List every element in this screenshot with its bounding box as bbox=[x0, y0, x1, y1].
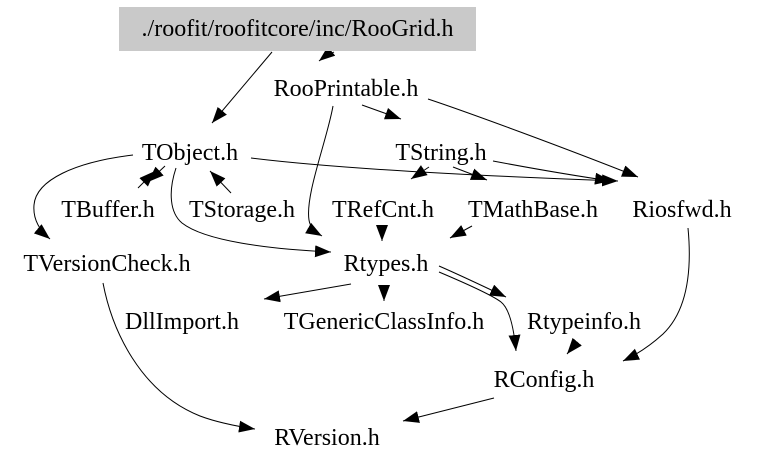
edge-tobject-tbuffer bbox=[147, 165, 166, 183]
edge-tbuffer-tobject bbox=[137, 170, 156, 189]
edge-tstring-riosfwd bbox=[492, 160, 612, 185]
edge-riosfwd-rconfig bbox=[622, 227, 690, 362]
edge-rtypes-rconfig bbox=[438, 271, 521, 352]
node-rversion-h[interactable]: RVersion.h bbox=[274, 424, 380, 451]
node-tobject-h[interactable]: TObject.h bbox=[141, 139, 239, 166]
edge-tstorage-tobject bbox=[209, 170, 232, 194]
edge-tstring-tmathbase bbox=[452, 166, 488, 181]
node-dllimport-h[interactable]: DllImport.h bbox=[125, 308, 239, 335]
edge-roogrid-rooprintable bbox=[318, 46, 336, 62]
edge-tmathbase-rtypes bbox=[449, 225, 473, 239]
node-riosfwd-h[interactable]: Riosfwd.h bbox=[632, 196, 732, 223]
node-rtypeinfo-h[interactable]: Rtypeinfo.h bbox=[527, 308, 641, 335]
edge-tobject-rtypes bbox=[170, 167, 332, 258]
node-trefcnt-h[interactable]: TRefCnt.h bbox=[332, 196, 434, 223]
node-tversioncheck-h[interactable]: TVersionCheck.h bbox=[23, 250, 191, 277]
edge-tstring-trefcnt bbox=[410, 165, 430, 180]
edge-rtypeinfo-rconfig bbox=[566, 337, 582, 355]
edge-roogrid-tobject bbox=[211, 51, 273, 124]
edge-tobject-tversioncheck bbox=[33, 154, 134, 240]
edge-tversioncheck-rversion bbox=[102, 282, 256, 433]
edge-rooprintable-tstring bbox=[361, 104, 402, 120]
edge-rtypes-dllimport bbox=[263, 283, 352, 303]
node-tstring-h[interactable]: TString.h bbox=[395, 139, 487, 166]
node-tgenericclassinfo-h[interactable]: TGenericClassInfo.h bbox=[283, 308, 485, 335]
node-rtypes-h[interactable]: Rtypes.h bbox=[343, 250, 429, 277]
node-tbuffer-h[interactable]: TBuffer.h bbox=[61, 196, 155, 223]
node-tmathbase-h[interactable]: TMathBase.h bbox=[468, 196, 598, 223]
node-roogrid-h: ./roofit/roofitcore/inc/RooGrid.h bbox=[119, 7, 476, 51]
edge-rtypes-rtypeinfo bbox=[438, 265, 507, 298]
edge-rconfig-rversion bbox=[402, 397, 495, 423]
node-rconfig-h[interactable]: RConfig.h bbox=[493, 366, 595, 393]
node-tstorage-h[interactable]: TStorage.h bbox=[189, 196, 295, 223]
node-rooprintable-h[interactable]: RooPrintable.h bbox=[273, 75, 419, 102]
edge-rooprintable-rtypes bbox=[305, 105, 334, 237]
edge-rooprintable-riosfwd bbox=[427, 98, 639, 178]
